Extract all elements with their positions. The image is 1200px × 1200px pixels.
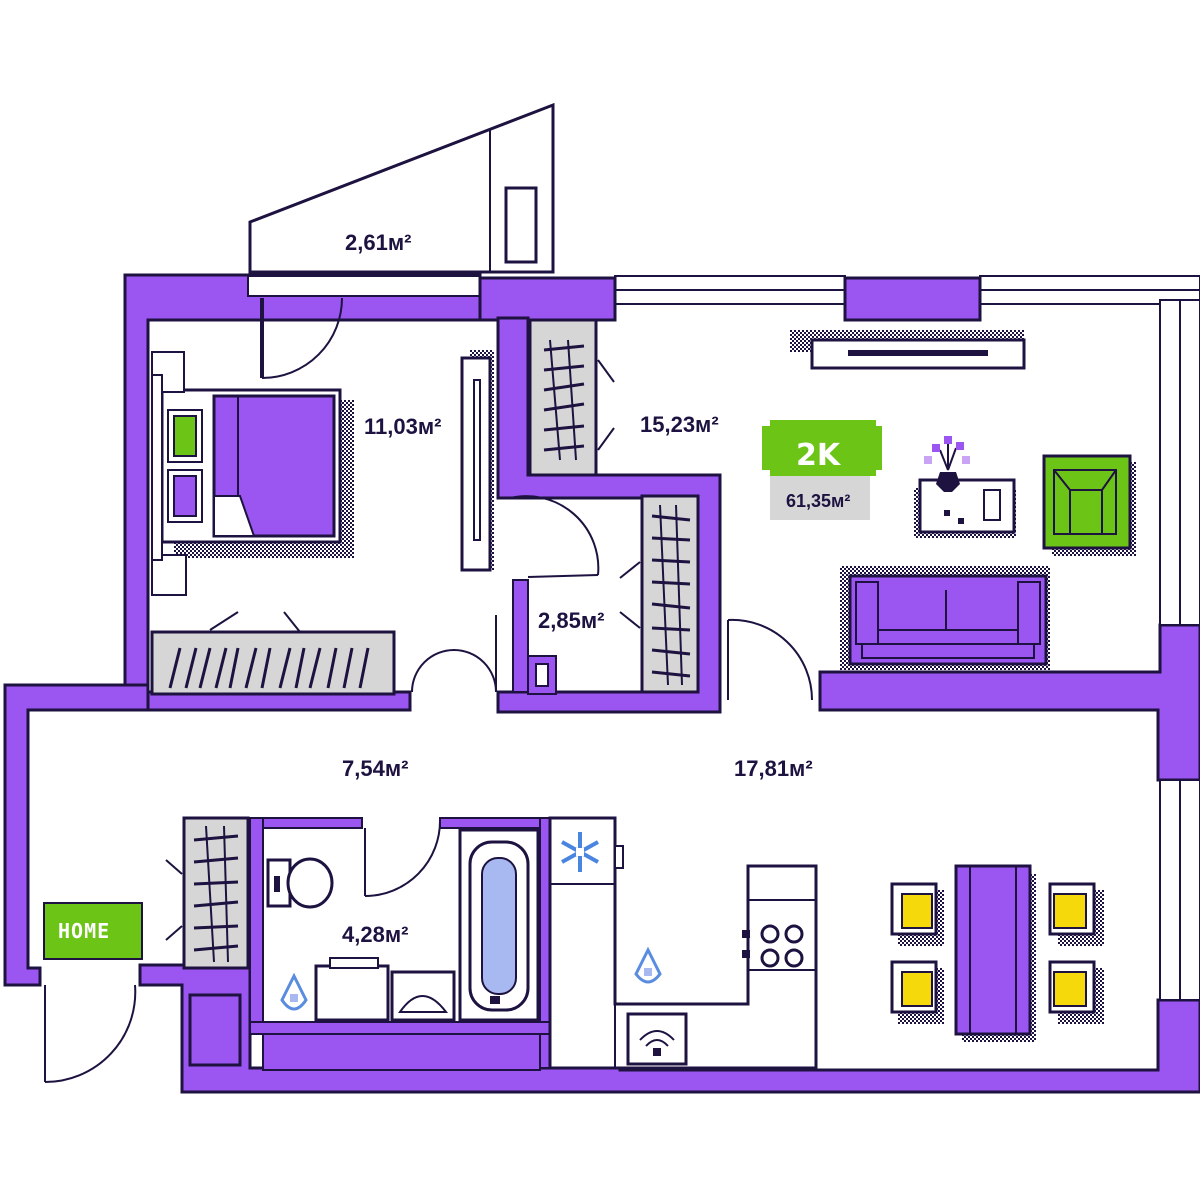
sofa [840, 566, 1050, 670]
interior-doors [44, 495, 814, 1084]
kitchen-counter [548, 816, 818, 1070]
living-area-label: 15,23м² [640, 412, 719, 437]
bathroom-area-label: 4,28м² [342, 922, 408, 947]
interior-walls [146, 316, 722, 1071]
living-wardrobe [528, 318, 615, 477]
flower-vase-icon [924, 436, 970, 492]
kitchen-water-drop-icon [634, 946, 662, 984]
bedroom-bed [151, 351, 354, 596]
outer-walls [3, 273, 1200, 1094]
armchair [1042, 454, 1136, 556]
walkin-wardrobe-shelves [619, 494, 700, 694]
bathtub [458, 828, 540, 1022]
bedroom-area-label: 11,03м² [364, 414, 441, 439]
wifi-icon [626, 1012, 688, 1066]
kitchen-area-label: 17,81м² [734, 756, 813, 781]
apartment-type-badge: 2K [796, 438, 842, 473]
balcony [248, 102, 555, 274]
bathroom-sink [390, 970, 456, 1022]
tv-stand [914, 478, 1016, 538]
apartment-badge [762, 420, 882, 520]
hall-wardrobe [165, 816, 250, 970]
hall-area-label: 7,54м² [342, 756, 408, 781]
air-conditioner [790, 330, 1026, 370]
home-entrance[interactable] [43, 902, 143, 960]
dining-table [954, 864, 1036, 1042]
balcony-area-label: 2,61м² [345, 230, 411, 255]
snowflake-icon [561, 832, 599, 872]
bathroom-toilet [266, 857, 334, 909]
water-drop-icon [280, 972, 308, 1011]
apartment-total-area: 61,35м² [786, 491, 850, 511]
bedroom-radiator [460, 350, 494, 572]
stove [742, 924, 804, 968]
dining-chairs [890, 882, 1104, 1024]
bathroom-washer [314, 957, 390, 1022]
wardrobe-area-label: 2,85м² [538, 608, 604, 633]
balcony-door [260, 297, 343, 379]
top-windows [247, 275, 1200, 1001]
home-entrance-label[interactable]: HOME [58, 919, 110, 943]
bedroom-wardrobe [150, 611, 396, 696]
